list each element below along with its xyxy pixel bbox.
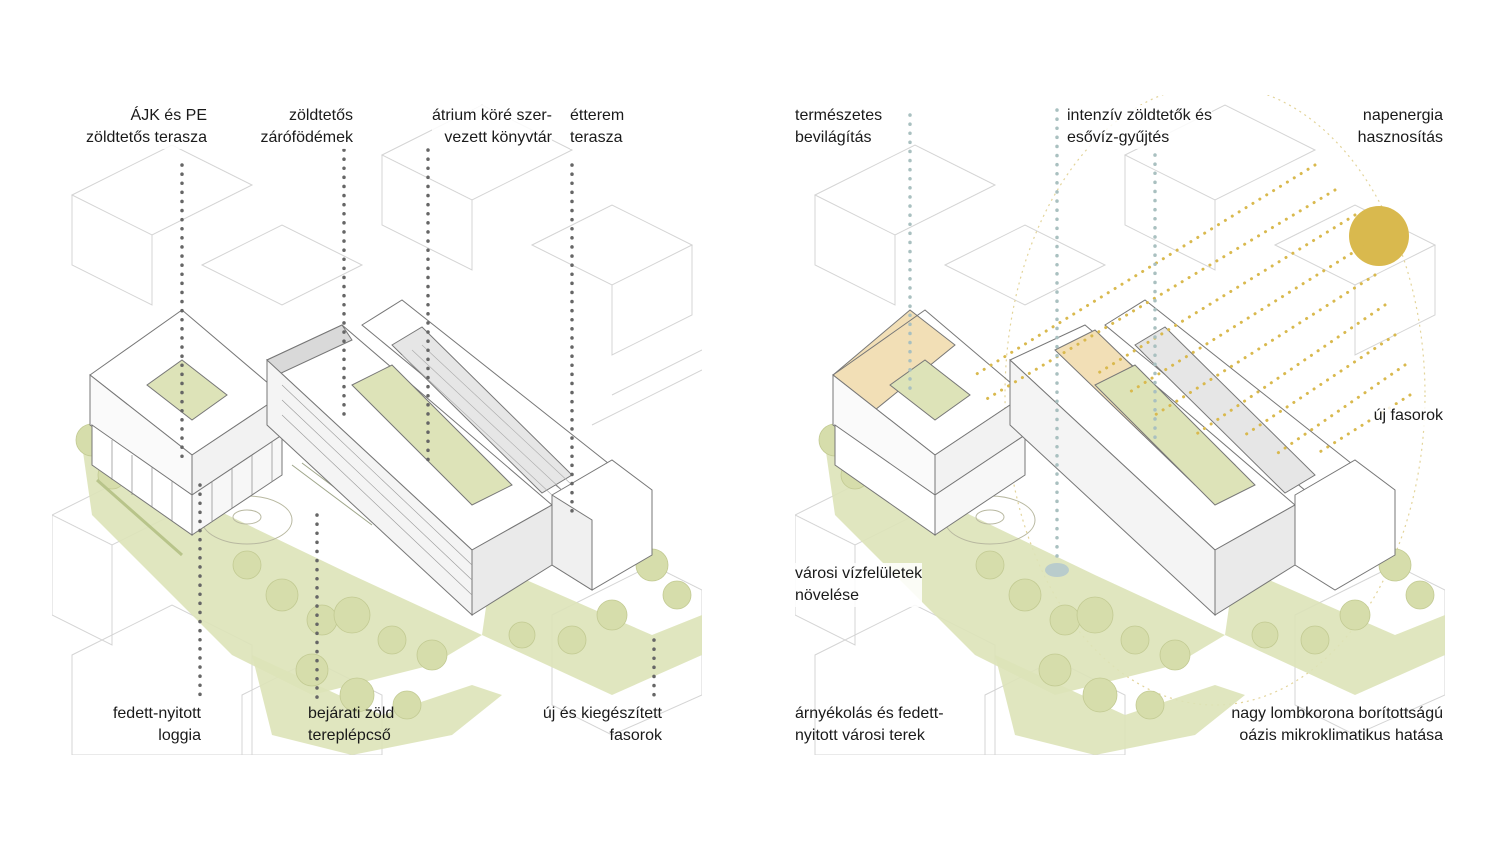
building-middle	[1009, 324, 1296, 617]
middle-building-facade-lines	[281, 384, 473, 596]
sun-icon	[1349, 206, 1409, 266]
label-entrance-stairs: bejárati zöld tereplépcső	[308, 705, 395, 744]
building-right	[361, 299, 653, 591]
building-left	[832, 309, 1026, 536]
label-shading-open-spaces: árnyékolás és fedett- nyitott városi ter…	[795, 705, 944, 744]
building-left	[89, 309, 283, 536]
label-ajk-pe-terrace: ÁJK és PE zöldtetős terasza	[86, 105, 207, 149]
label-green-roofs: zöldtetős zárófödémek	[260, 105, 353, 149]
right-diagram-panel: természetes bevilágítás intenzív zöldtet…	[795, 95, 1445, 755]
building-right	[1104, 299, 1396, 591]
building-middle	[266, 324, 553, 617]
sun-path-arc	[1004, 95, 1426, 706]
label-atrium-library: átrium köré szer- vezett könyvtár	[431, 105, 552, 149]
label-solar-energy: napenergia hasznosítás	[1357, 105, 1443, 149]
label-oasis-microclimate: nagy lombkorona borítottságú oázis mikro…	[1231, 705, 1443, 744]
label-natural-lighting: természetes bevilágítás	[795, 105, 883, 149]
left-leader-lines	[180, 148, 656, 702]
label-tree-rows: új és kiegészített fasorok	[542, 705, 662, 744]
label-loggia: fedett-nyitott loggia	[112, 705, 201, 744]
label-urban-water-surfaces: városi vízfelületek növelése	[795, 563, 923, 607]
street-green-strip	[96, 478, 183, 557]
right-axonometric-drawing	[795, 95, 1445, 755]
rain-light-leader-lines	[908, 108, 1157, 565]
left-axonometric-drawing	[52, 104, 702, 755]
left-building-windows	[111, 440, 273, 521]
label-intensive-green-roofs: intenzív zöldtetők és esővíz-gyűjtés	[1067, 105, 1212, 149]
label-restaurant-terrace: étterem terasza	[570, 105, 625, 149]
label-new-tree-rows: új fasorok	[1373, 405, 1443, 427]
sun-rays	[973, 163, 1412, 457]
left-diagram-panel: ÁJK és PE zöldtetős terasza zöldtetős zá…	[52, 95, 702, 755]
water-pond	[1045, 563, 1069, 577]
